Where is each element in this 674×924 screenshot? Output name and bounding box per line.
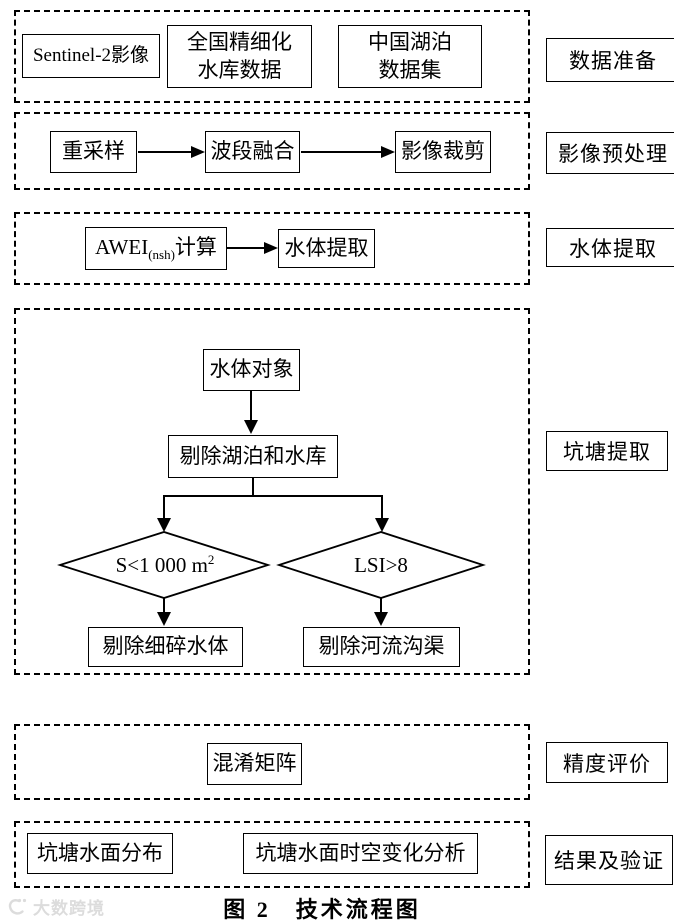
node-sentinel2-image: Sentinel-2影像	[22, 34, 160, 78]
connector-line	[227, 247, 265, 249]
stage-label-accuracy: 精度评价	[546, 742, 668, 783]
node-text-line2: 数据集	[378, 57, 442, 82]
awei-main-text: AWEI	[95, 234, 149, 259]
connector-line	[163, 598, 165, 613]
stage-label-pond-extract: 坑塘提取	[546, 431, 668, 471]
arrow-right-icon	[381, 146, 395, 158]
awei-subscript: (nsh)	[148, 247, 175, 263]
stage-label-text: 影像预处理	[558, 142, 668, 166]
node-text-line1: 中国湖泊	[368, 29, 452, 54]
stage-container-accuracy	[14, 724, 530, 800]
connector-line	[252, 478, 254, 497]
condition-main-text: S<1 000 m	[115, 553, 208, 577]
node-national-reservoir-data: 全国精细化 水库数据	[167, 25, 312, 88]
stage-label-data-prep: 数据准备	[546, 38, 674, 82]
node-remove-fragmented-water: 剔除细碎水体	[88, 627, 243, 667]
node-water-objects: 水体对象	[203, 349, 300, 391]
node-text: 剔除细碎水体	[102, 634, 229, 659]
stage-label-text: 坑塘提取	[563, 440, 651, 464]
node-spatiotemporal-analysis: 坑塘水面时空变化分析	[243, 833, 478, 874]
watermark-logo-icon	[8, 898, 27, 915]
stage-label-text: 数据准备	[569, 49, 657, 73]
node-text: 混淆矩阵	[212, 751, 297, 776]
arrow-right-icon	[191, 146, 205, 158]
connector-line	[301, 151, 382, 153]
stage-label-text: 结果及验证	[554, 849, 664, 873]
node-text: 剔除河流沟渠	[318, 634, 445, 659]
stage-container-pond-extract	[14, 308, 530, 675]
watermark-text: 大数跨境	[33, 899, 105, 918]
awei-tail-text: 计算	[174, 234, 217, 259]
arrow-right-icon	[264, 242, 278, 254]
node-band-fusion: 波段融合	[205, 131, 300, 173]
arrow-down-icon	[157, 612, 171, 626]
node-confusion-matrix: 混淆矩阵	[207, 743, 302, 785]
decision-text-area: S<1 000 m2	[70, 548, 260, 582]
node-awei-calculation: AWEI(nsh)计算	[85, 227, 227, 270]
condition-superscript: 2	[207, 552, 215, 567]
connector-line	[163, 495, 383, 497]
connector-line	[380, 598, 382, 613]
node-text: 影像裁剪	[401, 139, 485, 164]
connector-line	[138, 151, 192, 153]
decision-condition: S<1 000 m2	[116, 552, 215, 578]
node-text: 剔除湖泊和水库	[179, 443, 327, 468]
stage-label-text: 水体提取	[569, 236, 657, 261]
node-text: AWEI(nsh)计算	[95, 234, 217, 263]
arrow-down-icon	[374, 612, 388, 626]
node-text: 水体对象	[209, 357, 294, 382]
arrow-down-icon	[157, 518, 171, 532]
arrow-down-icon	[244, 420, 258, 434]
node-water-extraction: 水体提取	[278, 229, 375, 268]
figure-caption: 图 2 技术流程图	[112, 892, 532, 924]
node-remove-lakes-reservoirs: 剔除湖泊和水库	[168, 435, 338, 478]
node-text-line1: 全国精细化	[187, 29, 292, 54]
stage-label-preprocessing: 影像预处理	[546, 132, 674, 174]
arrow-down-icon	[375, 518, 389, 532]
node-text: 水体提取	[284, 235, 369, 260]
figure-caption-text: 图 2 技术流程图	[223, 897, 421, 922]
decision-text-lsi: LSI>8	[291, 548, 471, 582]
watermark: 大数跨境	[6, 894, 105, 919]
node-text: 波段融合	[210, 139, 295, 164]
node-image-clip: 影像裁剪	[395, 131, 491, 173]
node-resample: 重采样	[50, 131, 137, 173]
node-china-lake-dataset: 中国湖泊 数据集	[338, 25, 482, 88]
stage-label-results: 结果及验证	[545, 835, 673, 885]
connector-line	[250, 391, 252, 421]
node-text: 坑塘水面时空变化分析	[255, 840, 466, 865]
node-text: Sentinel-2影像	[32, 45, 150, 67]
node-pond-water-distribution: 坑塘水面分布	[27, 833, 173, 874]
stage-label-water-extract: 水体提取	[546, 228, 674, 267]
node-remove-rivers-ditches: 剔除河流沟渠	[303, 627, 460, 667]
stage-container-results	[14, 821, 530, 888]
node-text: 重采样	[62, 139, 125, 164]
node-text-line2: 水库数据	[197, 57, 282, 82]
connector-line	[381, 495, 383, 519]
node-text: 坑塘水面分布	[37, 840, 163, 865]
connector-line	[163, 495, 165, 519]
stage-container-data-prep	[14, 10, 530, 103]
stage-label-text: 精度评价	[563, 751, 651, 776]
decision-condition: LSI>8	[354, 552, 408, 577]
stage-container-preprocessing	[14, 112, 530, 190]
stage-container-water-extract	[14, 212, 530, 285]
